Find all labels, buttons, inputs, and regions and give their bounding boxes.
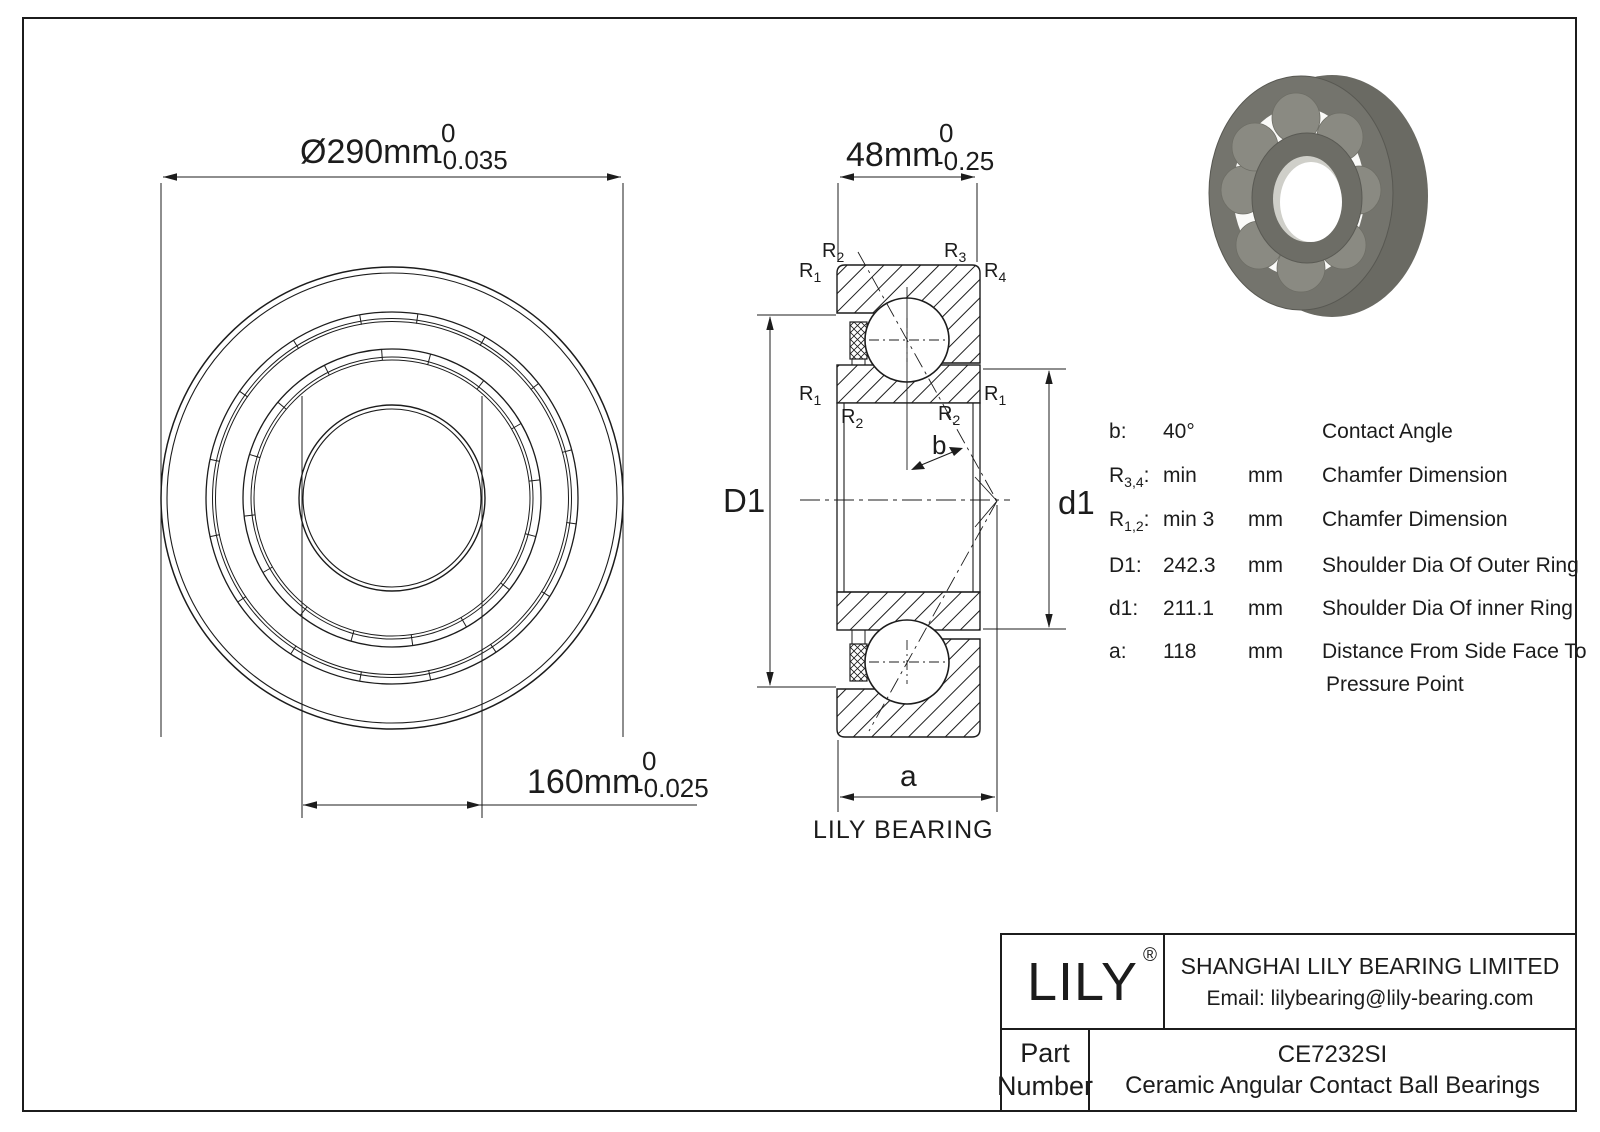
d1-outer-shoulder-dimension bbox=[757, 314, 836, 688]
bore-diameter-value: 160mm bbox=[527, 763, 641, 801]
pressure-point-marker bbox=[974, 476, 998, 528]
contact-angle-line-top bbox=[857, 251, 998, 502]
r-label-top-right: R3 bbox=[944, 240, 967, 265]
title-block: LILY® SHANGHAI LILY BEARING LIMITED Emai… bbox=[997, 933, 1577, 1112]
bore-diameter-tol-upper: 0 bbox=[642, 746, 657, 776]
registered-trademark-icon: ® bbox=[1143, 944, 1159, 966]
company-cell: SHANGHAI LILY BEARING LIMITED Email: lil… bbox=[1165, 935, 1575, 1028]
label-d1: d1 bbox=[1058, 484, 1095, 521]
label-D1: D1 bbox=[723, 482, 766, 519]
page-border bbox=[22, 17, 1577, 1112]
brand-watermark: LILY BEARING bbox=[813, 816, 994, 844]
outer-diameter-tol-upper: 0 bbox=[441, 118, 456, 148]
a-dimension bbox=[837, 505, 998, 812]
r-label-inner-left: R2 bbox=[841, 406, 864, 431]
width-tol-upper: 0 bbox=[939, 118, 954, 148]
label-a: a bbox=[900, 760, 917, 793]
width-dimension bbox=[837, 173, 978, 262]
part-number-cell: CE7232SI Ceramic Angular Contact Ball Be… bbox=[1090, 1030, 1575, 1110]
contact-angle-arrow bbox=[911, 447, 963, 470]
logo-cell: LILY® bbox=[1002, 935, 1165, 1028]
part-description: Ceramic Angular Contact Ball Bearings bbox=[1125, 1072, 1540, 1099]
part-number: CE7232SI bbox=[1277, 1041, 1388, 1068]
part-number-label-cell: Part Number bbox=[997, 1030, 1093, 1110]
r-label-inner-right: R2 bbox=[938, 403, 961, 428]
cross-section-view bbox=[800, 251, 1010, 738]
r-label-mid-left: R1 bbox=[799, 383, 822, 408]
front-view bbox=[160, 266, 624, 730]
bore-diameter-tol-lower: -0.025 bbox=[635, 773, 709, 803]
bore-diameter-dimension bbox=[301, 396, 697, 818]
lily-logo: LILY® bbox=[1026, 944, 1159, 1012]
title-block-bottom-row: Part Number CE7232SI Ceramic Angular Con… bbox=[997, 1030, 1575, 1110]
spec-row-continued: Pressure Point bbox=[1326, 673, 1464, 696]
outer-diameter-tol-lower: -0.035 bbox=[434, 145, 508, 175]
r-label-upper-left: R1 bbox=[799, 260, 822, 285]
r-label-top-left: R2 bbox=[822, 240, 845, 265]
width-value: 48mm bbox=[846, 136, 941, 174]
r-label-mid-right: R1 bbox=[984, 383, 1007, 408]
company-email: Email: lilybearing@lily-bearing.com bbox=[1206, 986, 1534, 1010]
outer-diameter-value: Ø290mm bbox=[300, 133, 440, 171]
title-block-top-row: LILY® SHANGHAI LILY BEARING LIMITED Emai… bbox=[1002, 935, 1575, 1030]
r-label-upper-right: R4 bbox=[984, 260, 1007, 285]
bearing-3d-render bbox=[1208, 75, 1428, 317]
width-tol-lower: -0.25 bbox=[935, 146, 995, 176]
render-bore bbox=[1280, 162, 1342, 242]
inner-ring-bore-section bbox=[836, 402, 981, 593]
label-b: b bbox=[932, 430, 947, 460]
d1-inner-shoulder-dimension bbox=[983, 368, 1066, 630]
company-name: SHANGHAI LILY BEARING LIMITED bbox=[1180, 952, 1560, 979]
contact-angle-line-bottom bbox=[868, 500, 998, 732]
outer-diameter-dimension bbox=[160, 173, 624, 737]
